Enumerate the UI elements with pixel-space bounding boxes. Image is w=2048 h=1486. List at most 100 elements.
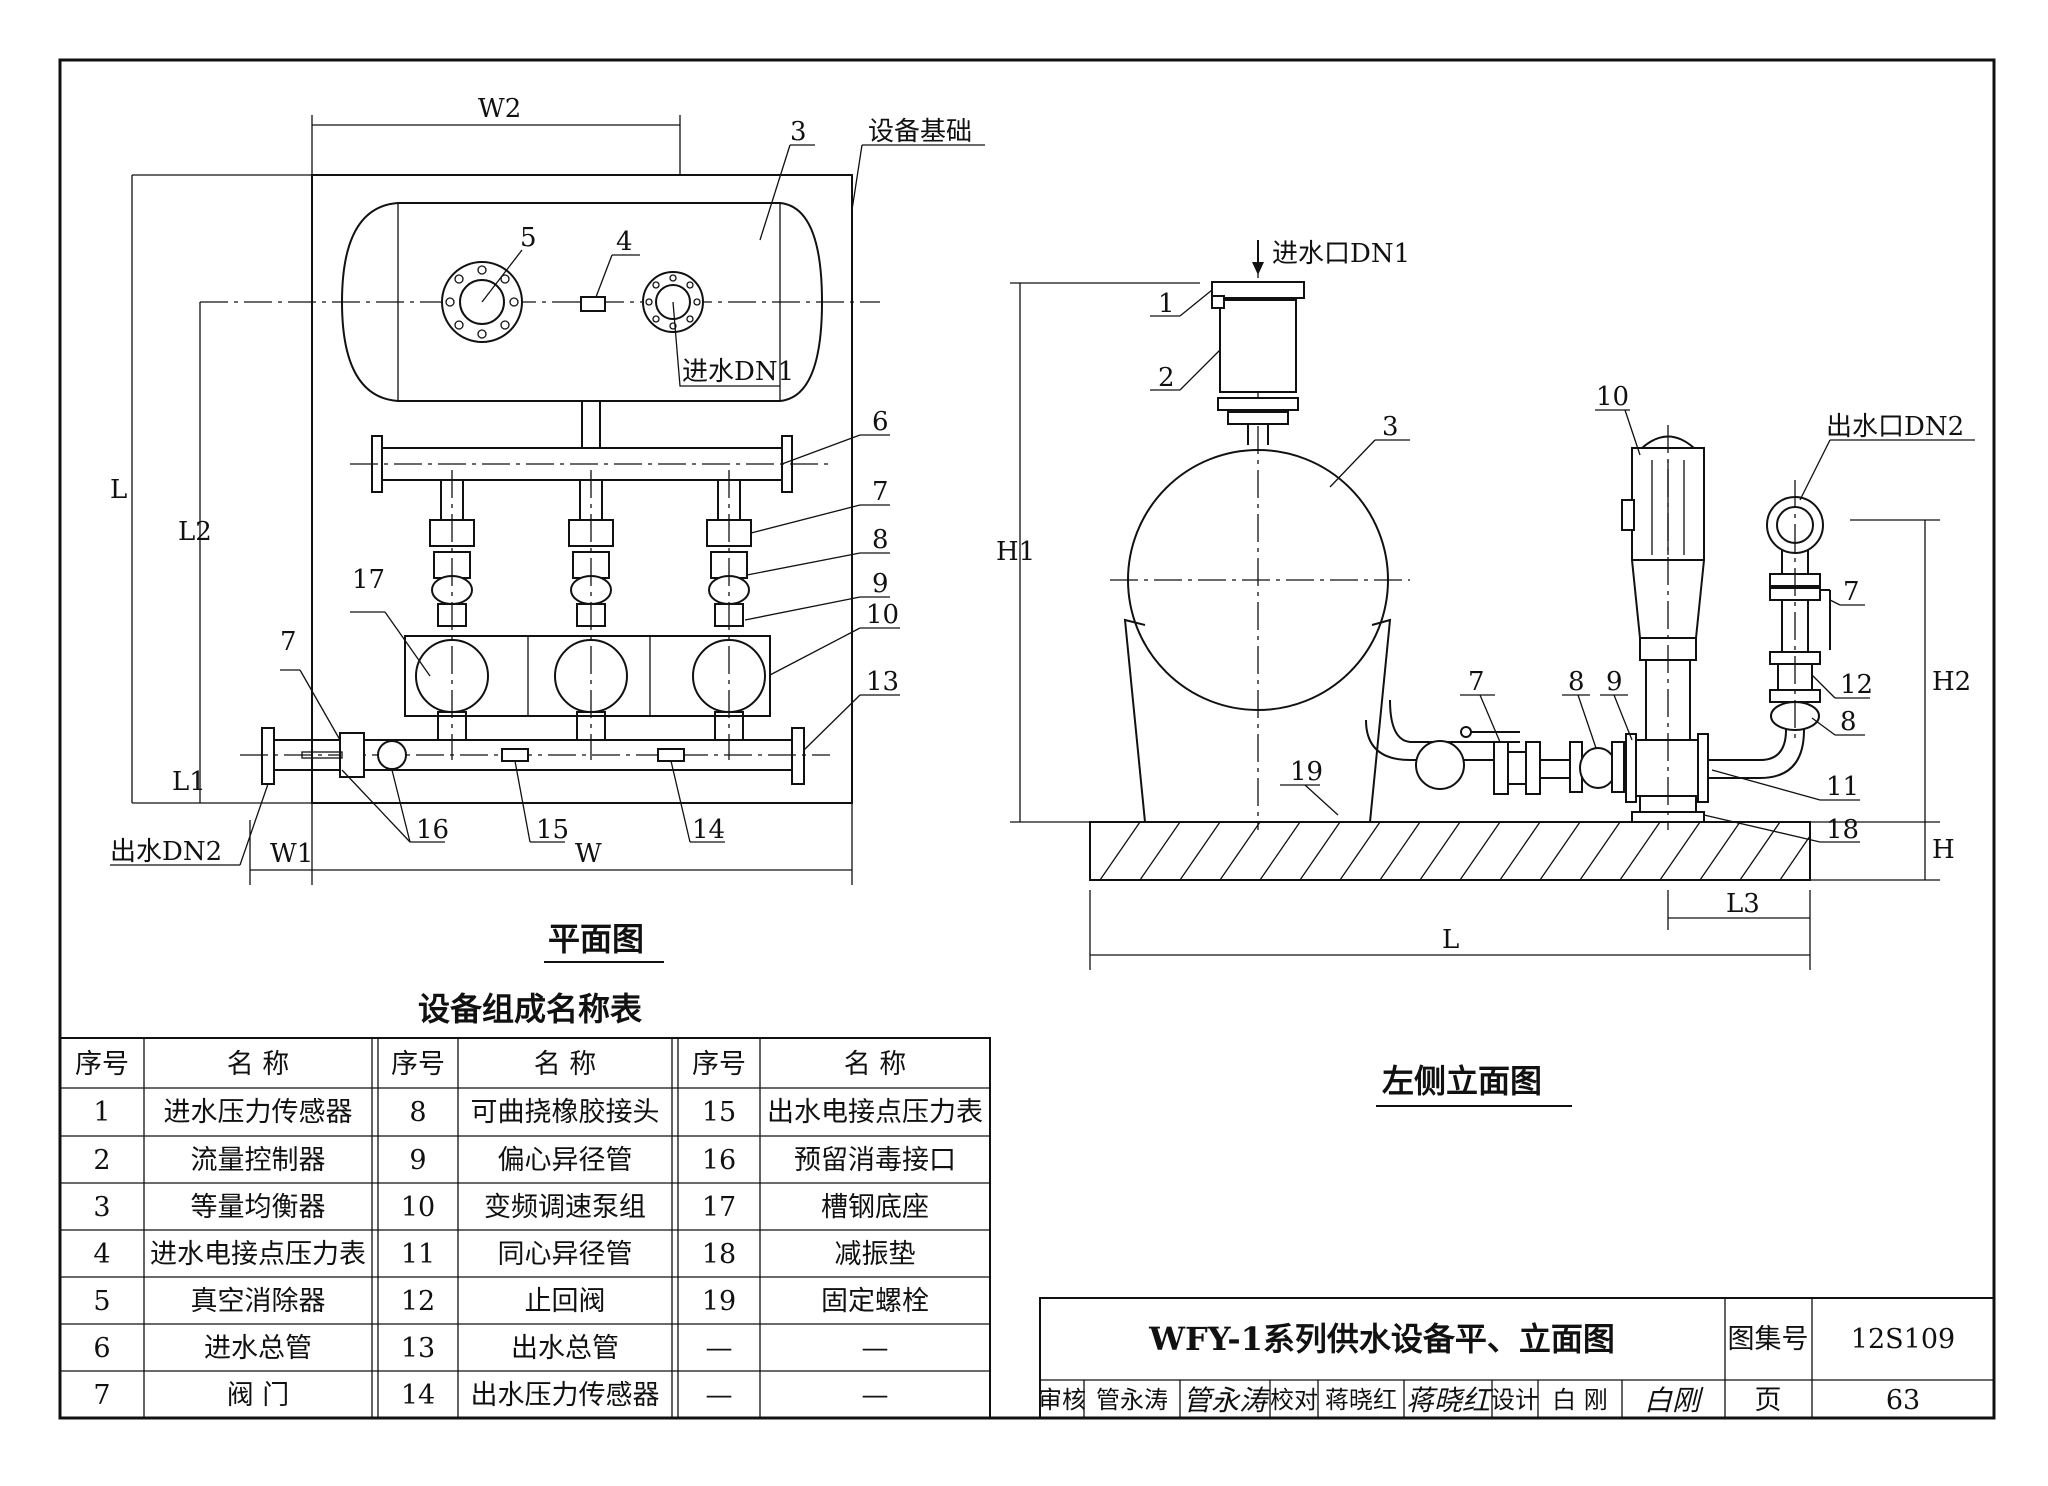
table-cell: 减振垫	[835, 1239, 916, 1270]
elev-label-10: 10	[1596, 382, 1629, 412]
table-row: 1 进水压力传感器 8 可曲挠橡胶接头 15 出水电接点压力表	[93, 1097, 983, 1128]
plan-label-4: 4	[616, 227, 633, 257]
table-cell: —	[706, 1333, 733, 1364]
plan-label-5: 5	[520, 223, 537, 253]
table-cell: 10	[401, 1192, 435, 1223]
table-cell: 16	[702, 1145, 736, 1176]
title-block: WFY-1系列供水设备平、立面图 图集号 12S109 审核 管永涛 管永涛 校…	[1038, 1297, 1995, 1419]
table-cell: 15	[702, 1097, 736, 1128]
designer-name: 白 刚	[1552, 1386, 1608, 1414]
plan-label-7b: 7	[280, 627, 297, 657]
page-number: 63	[1886, 1385, 1920, 1416]
dim-w2: W2	[478, 94, 521, 124]
table-cell: —	[862, 1380, 889, 1411]
table-cell: 出水电接点压力表	[767, 1097, 983, 1128]
plan-foundation	[311, 174, 853, 804]
table-cell: 止回阀	[525, 1286, 606, 1317]
table-cell: 可曲挠橡胶接头	[471, 1097, 660, 1128]
dim-l1: L1	[172, 767, 206, 797]
elev-label-8b: 8	[1840, 707, 1857, 737]
table-row: 2 流量控制器 9 偏心异径管 16 预留消毒接口	[93, 1145, 956, 1176]
outlet-pressure-sensor	[657, 748, 685, 762]
table-cell: 9	[409, 1145, 426, 1176]
plan-label-foundation: 设备基础	[868, 117, 972, 147]
left-elevation-view: 进水口DN1	[996, 239, 1975, 1107]
dim-l3: L3	[1726, 889, 1760, 919]
table-header: 名 称	[227, 1049, 290, 1080]
table-cell: 真空消除器	[191, 1286, 326, 1317]
elev-label-2: 2	[1158, 363, 1175, 393]
pump-set-plan	[415, 470, 766, 760]
dim-l2: L2	[178, 517, 212, 547]
plan-label-inlet: 进水DN1	[682, 357, 794, 387]
checker-signature: 蒋晓红	[1406, 1384, 1494, 1417]
table-cell: 17	[702, 1192, 736, 1223]
elev-label-outlet: 出水口DN2	[1826, 412, 1964, 442]
reviewer-name: 管永涛	[1096, 1386, 1168, 1414]
table-cell: 7	[93, 1380, 110, 1411]
plan-label-6: 6	[872, 407, 889, 437]
table-cell: 2	[93, 1145, 110, 1176]
table-cell: 流量控制器	[191, 1145, 326, 1176]
elev-label-7b: 7	[1843, 577, 1860, 607]
elev-label-inlet: 进水口DN1	[1272, 239, 1410, 269]
dim-h: H	[1932, 835, 1955, 865]
table-header: 序号	[391, 1049, 445, 1080]
plan-label-10: 10	[866, 600, 899, 630]
suction-pipe	[1365, 719, 1520, 761]
check-label: 校对	[1270, 1386, 1318, 1414]
table-cell: 11	[401, 1239, 435, 1270]
table-cell: 8	[409, 1097, 426, 1128]
inlet-pressure-sensor	[1211, 281, 1305, 299]
elev-label-1: 1	[1158, 289, 1175, 319]
elev-label-19: 19	[1290, 757, 1323, 787]
plan-label-14: 14	[692, 815, 725, 845]
elev-label-12: 12	[1840, 670, 1873, 700]
plan-label-17: 17	[352, 565, 385, 595]
sheet-title: WFY-1系列供水设备平、立面图	[1148, 1320, 1615, 1358]
checker-name: 蒋晓红	[1325, 1386, 1397, 1414]
flow-controller	[1219, 299, 1297, 393]
discharge-pipe	[1708, 700, 1787, 761]
dim-l: L	[110, 475, 127, 505]
designer-signature: 白刚	[1644, 1384, 1704, 1417]
dim-h2: H2	[1932, 667, 1971, 697]
dim-w: W	[575, 839, 602, 869]
pump-2	[554, 470, 628, 760]
table-cell: 14	[401, 1380, 435, 1411]
table-cell: 18	[702, 1239, 736, 1270]
plan-label-outlet: 出水DN2	[110, 837, 222, 867]
plan-label-16: 16	[416, 815, 449, 845]
plan-label-13: 13	[866, 667, 899, 697]
elev-label-18: 18	[1826, 815, 1859, 845]
atlas-label: 图集号	[1728, 1324, 1809, 1355]
plan-label-7a: 7	[872, 477, 889, 507]
sheet-border	[58, 58, 1996, 1420]
vacuum-eliminator-flange	[441, 249, 523, 343]
inlet-pressure-gauge	[580, 296, 606, 312]
dim-w1: W1	[270, 839, 313, 869]
elevation-foundation	[1089, 821, 1811, 881]
table-header: 名 称	[534, 1049, 597, 1080]
plan-label-15: 15	[536, 815, 569, 845]
design-label: 设计	[1491, 1386, 1539, 1414]
table-cell: 6	[93, 1333, 110, 1364]
review-label: 审核	[1038, 1386, 1086, 1414]
table-cell: 出水压力传感器	[471, 1380, 660, 1411]
table-row: 3 等量均衡器 10 变频调速泵组 17 槽钢底座	[93, 1192, 929, 1223]
outlet-pressure-gauge	[501, 748, 529, 762]
table-cell: 阀 门	[227, 1380, 290, 1411]
pump-3	[692, 470, 766, 760]
table-cell: 进水总管	[204, 1333, 312, 1364]
suction-valve	[1415, 740, 1465, 790]
table-cell: 进水压力传感器	[164, 1097, 353, 1128]
table-cell: 3	[93, 1192, 110, 1223]
table-cell: 等量均衡器	[191, 1192, 326, 1223]
table-row: 5 真空消除器 12 止回阀 19 固定螺栓	[93, 1286, 929, 1317]
table-cell: 偏心异径管	[498, 1145, 633, 1176]
table-cell: 预留消毒接口	[794, 1145, 956, 1176]
table-cell: 进水电接点压力表	[150, 1239, 366, 1270]
table-cell: —	[862, 1333, 889, 1364]
parts-table: 设备组成名称表 序号 名 称 序号 名 称 序号 名 称 1 进水压力传感器 8…	[59, 990, 991, 1419]
